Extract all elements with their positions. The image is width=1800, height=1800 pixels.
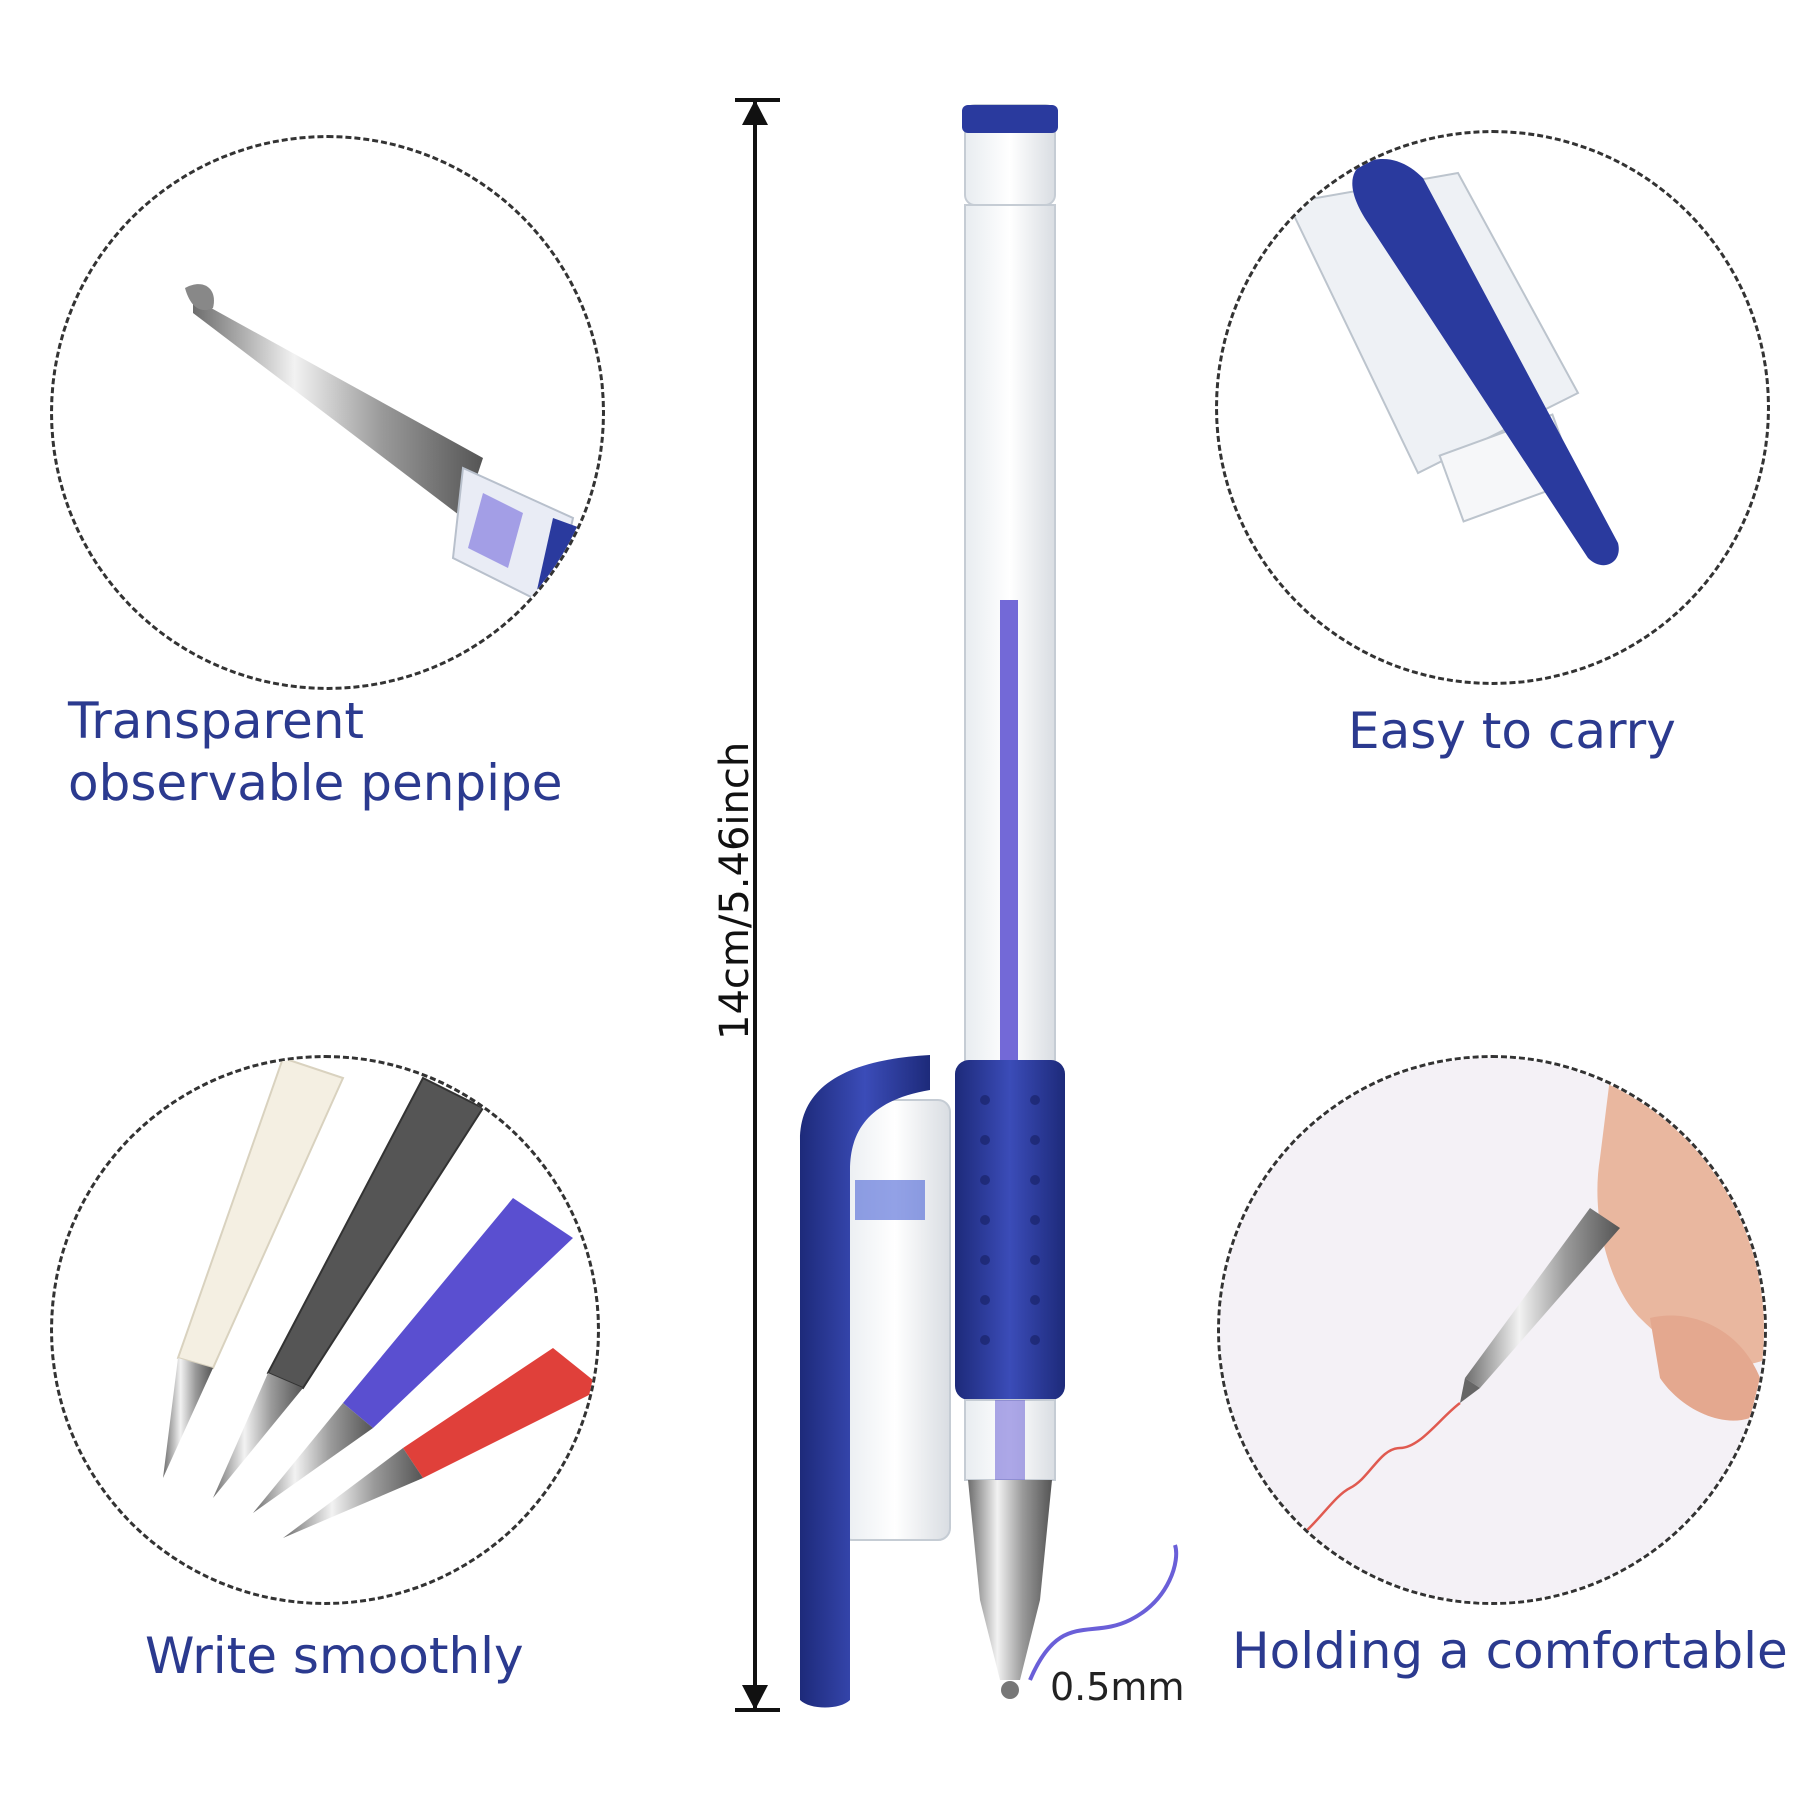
feature-comfort-circle xyxy=(1217,1055,1767,1605)
pen-tip-closeup-icon xyxy=(185,284,602,654)
pen-cap xyxy=(800,1055,951,1708)
feature-penpipe-caption: Transparent observable penpipe xyxy=(68,692,563,812)
refills-icon xyxy=(163,1058,597,1538)
dimension-line xyxy=(735,98,780,1712)
hand-writing-icon xyxy=(1220,1058,1764,1602)
feature-comfort-caption: Holding a comfortable xyxy=(1232,1622,1788,1680)
pen-cap-clip-icon xyxy=(1286,158,1619,566)
feature-smooth-circle xyxy=(50,1055,600,1605)
ink-squiggle xyxy=(1028,1544,1179,1681)
tip-size-label: 0.5mm xyxy=(1050,1665,1185,1709)
feature-smooth-caption: Write smoothly xyxy=(145,1627,524,1685)
pen-body xyxy=(955,104,1065,1699)
dimension-label: 14cm/5.46inch xyxy=(712,741,758,1040)
feature-penpipe-circle xyxy=(50,135,605,690)
feature-carry-caption: Easy to carry xyxy=(1348,702,1676,760)
feature-carry-circle xyxy=(1215,130,1770,685)
